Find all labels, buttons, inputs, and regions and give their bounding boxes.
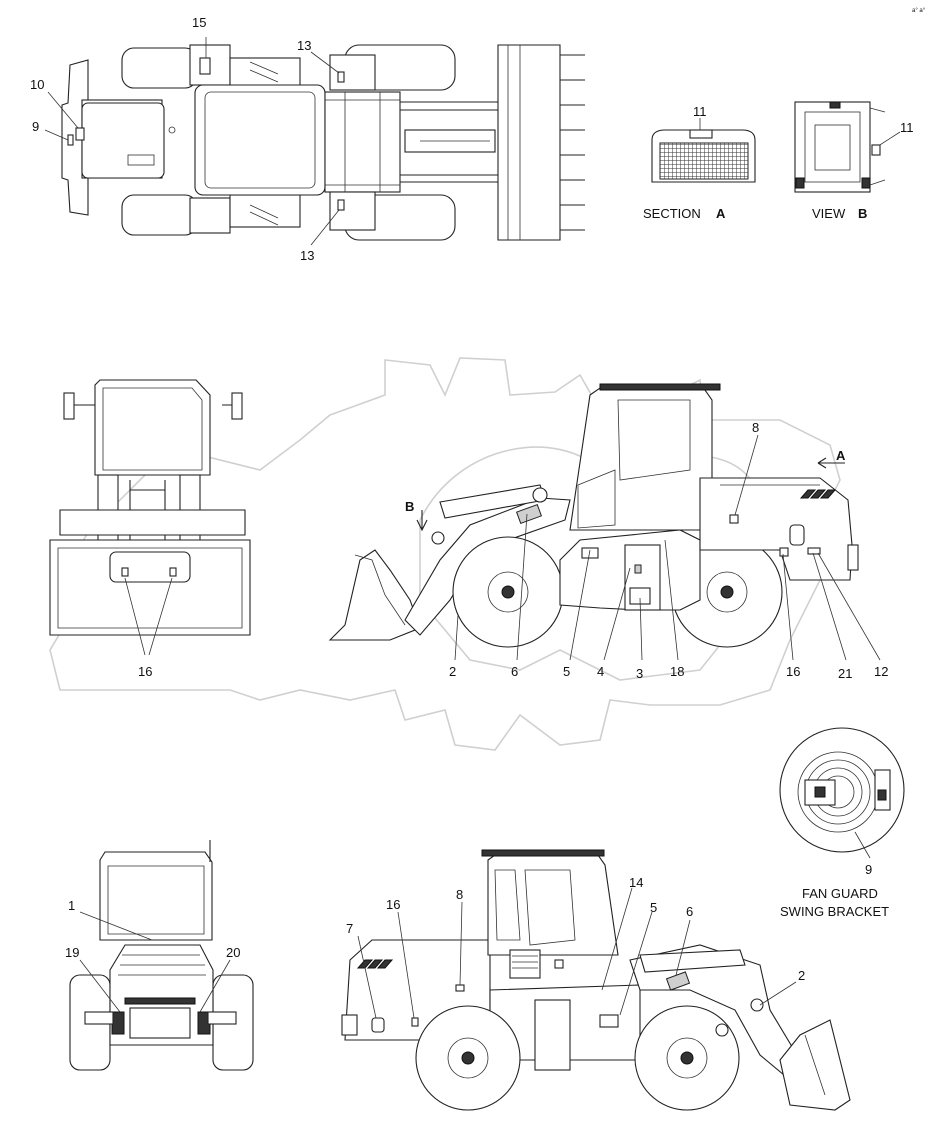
corner-mark: a° a° <box>912 8 926 14</box>
right-side-view <box>328 383 881 661</box>
callout-8-side: 8 <box>752 420 759 435</box>
callout-20-rear: 20 <box>226 945 240 960</box>
callout-14-left: 14 <box>629 875 643 890</box>
callout-1-rear: 1 <box>68 898 75 913</box>
fan-guard-detail <box>779 727 905 859</box>
callout-16-front: 16 <box>138 664 152 679</box>
fan-guard-caption-line2: SWING BRACKET <box>780 904 889 919</box>
callout-3-side: 3 <box>636 666 643 681</box>
section-a-view <box>651 118 756 183</box>
view-b-letter: B <box>858 206 867 221</box>
callout-21-side: 21 <box>838 666 852 681</box>
callout-11-section: 11 <box>693 104 707 119</box>
callout-2-left: 2 <box>798 968 805 983</box>
callout-10: 10 <box>30 77 44 92</box>
section-a-letter: A <box>716 206 726 221</box>
callout-5-left: 5 <box>650 900 657 915</box>
callout-6-side: 6 <box>511 664 518 679</box>
callout-5-side: 5 <box>563 664 570 679</box>
callout-13-lower: 13 <box>300 248 314 263</box>
callout-18-side: 18 <box>670 664 684 679</box>
front-view <box>49 379 251 656</box>
view-arrow-a: A <box>836 448 846 463</box>
callout-15: 15 <box>192 15 206 30</box>
callout-2-side: 2 <box>449 664 456 679</box>
callout-12-side: 12 <box>874 664 888 679</box>
callout-9-top: 9 <box>32 119 39 134</box>
callout-16-left: 16 <box>386 897 400 912</box>
view-b-title: VIEW <box>812 206 846 221</box>
view-b <box>794 101 901 193</box>
callout-19-rear: 19 <box>65 945 79 960</box>
callout-13-upper: 13 <box>297 38 311 53</box>
view-arrow-b: B <box>405 499 414 514</box>
callout-11-view-b: 11 <box>900 120 914 135</box>
fan-guard-caption-line1: FAN GUARD <box>802 886 878 901</box>
rear-view <box>69 840 254 1071</box>
callout-7-left: 7 <box>346 921 353 936</box>
callout-6-left: 6 <box>686 904 693 919</box>
top-view <box>44 37 585 246</box>
left-side-view <box>341 849 851 1111</box>
callout-4-side: 4 <box>597 664 604 679</box>
callout-16-side: 16 <box>786 664 800 679</box>
section-a-title: SECTION <box>643 206 701 221</box>
callout-8-left: 8 <box>456 887 463 902</box>
callout-9-fan: 9 <box>865 862 872 877</box>
